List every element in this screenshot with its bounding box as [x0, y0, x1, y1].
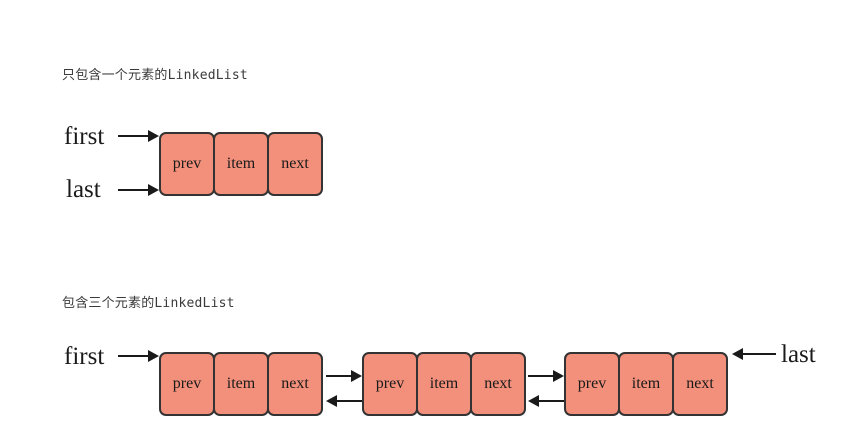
arrowhead-prev-node3-to-node2	[528, 395, 539, 407]
node-cell-next: next	[672, 352, 728, 416]
caption-single-element-linkedlist: 只包含一个元素的LinkedList	[62, 68, 248, 83]
node-cell-prev: prev	[159, 352, 215, 416]
arrowhead-next-node1-to-node2	[351, 370, 362, 382]
arrowhead-first-triple	[148, 350, 159, 362]
linkedlist-node: prev item next	[362, 352, 526, 416]
arrowhead-last-single	[148, 184, 159, 196]
node-cell-prev: prev	[159, 132, 215, 196]
node-cell-prev: prev	[564, 352, 620, 416]
arrow-line-first-triple	[118, 355, 150, 357]
pointer-label-first-triple: first	[64, 343, 105, 370]
node-cell-item: item	[618, 352, 674, 416]
arrow-line-next-node1-to-node2	[326, 375, 354, 377]
node-cell-item: item	[416, 352, 472, 416]
arrow-line-prev-node2-to-node1	[337, 400, 365, 402]
arrow-line-last-triple	[743, 353, 776, 355]
linkedlist-node: prev item next	[564, 352, 728, 416]
pointer-label-first-single: first	[64, 123, 105, 150]
pointer-label-last-triple: last	[781, 341, 816, 368]
arrowhead-first-single	[148, 130, 159, 142]
arrowhead-last-triple	[732, 348, 743, 360]
arrow-line-first-single	[118, 135, 150, 137]
node-cell-next: next	[267, 352, 323, 416]
node-cell-item: item	[213, 352, 269, 416]
node-cell-next: next	[267, 132, 323, 196]
pointer-label-last-single: last	[66, 176, 101, 203]
arrowhead-next-node2-to-node3	[553, 370, 564, 382]
arrowhead-prev-node2-to-node1	[326, 395, 337, 407]
caption-three-element-linkedlist: 包含三个元素的LinkedList	[62, 296, 235, 311]
node-cell-next: next	[470, 352, 526, 416]
arrow-line-prev-node3-to-node2	[539, 400, 567, 402]
linkedlist-node: prev item next	[159, 352, 323, 416]
node-cell-prev: prev	[362, 352, 418, 416]
arrow-line-last-single	[118, 189, 150, 191]
arrow-line-next-node2-to-node3	[528, 375, 556, 377]
linkedlist-node: prev item next	[159, 132, 323, 196]
node-cell-item: item	[213, 132, 269, 196]
